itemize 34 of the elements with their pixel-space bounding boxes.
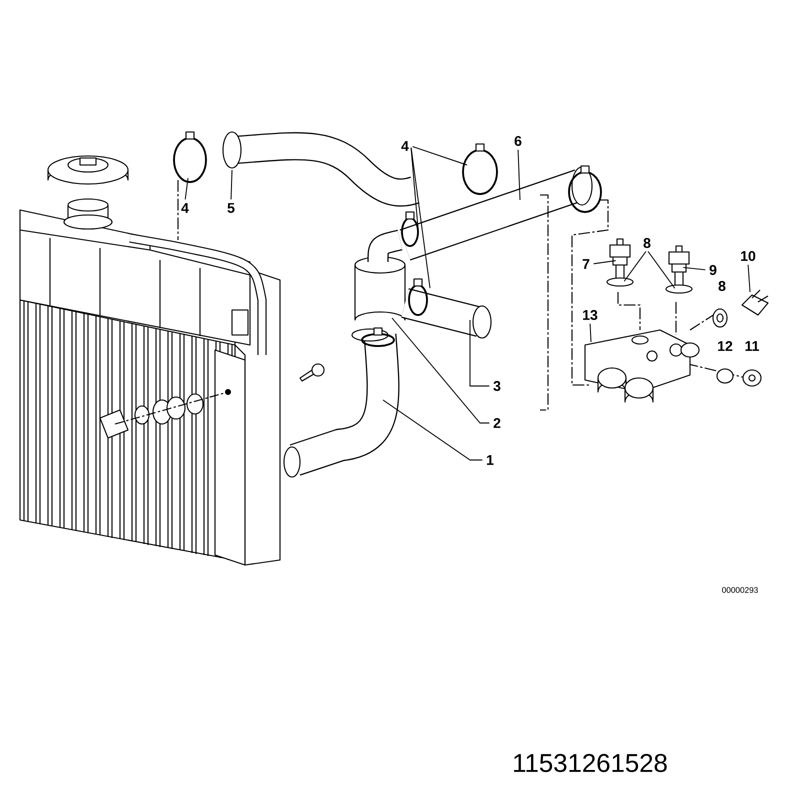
callout-number: 8 <box>644 238 650 248</box>
callout-number: 12 <box>718 341 732 351</box>
callout-number: 9 <box>710 265 716 275</box>
leader-line <box>682 266 706 270</box>
callout-number: 2 <box>494 418 500 428</box>
leader-line <box>518 149 520 200</box>
callout-number: 7 <box>582 259 590 269</box>
leader-line <box>184 178 188 200</box>
leader-line <box>410 147 430 288</box>
callout-number: 4 <box>181 203 189 213</box>
sensor-drawing <box>606 238 634 287</box>
callout-number: 6 <box>514 136 522 146</box>
callout-number: 1 <box>486 455 494 465</box>
callout-number: 4 <box>401 141 409 151</box>
drawing-number: 00000293 <box>722 587 758 593</box>
leader-line <box>748 264 750 292</box>
leader-line <box>392 318 490 424</box>
leader-line <box>648 250 676 289</box>
leader-line <box>410 147 418 228</box>
callout-number: 11 <box>745 341 760 351</box>
leader-line <box>412 146 468 166</box>
leader-line <box>590 323 592 342</box>
leader-line <box>382 400 483 460</box>
leader-line <box>624 250 646 282</box>
callout-number: 3 <box>493 381 500 391</box>
leader-line <box>230 170 232 200</box>
leader-line <box>470 320 490 386</box>
leader-line <box>593 260 616 264</box>
callout-number: 5 <box>228 203 235 213</box>
part-number: 11531261528 <box>514 754 667 772</box>
sensor-drawing <box>665 245 693 294</box>
callout-number: 10 <box>741 251 756 261</box>
callout-number: 8 <box>718 281 726 291</box>
callout-number: 13 <box>583 310 598 320</box>
